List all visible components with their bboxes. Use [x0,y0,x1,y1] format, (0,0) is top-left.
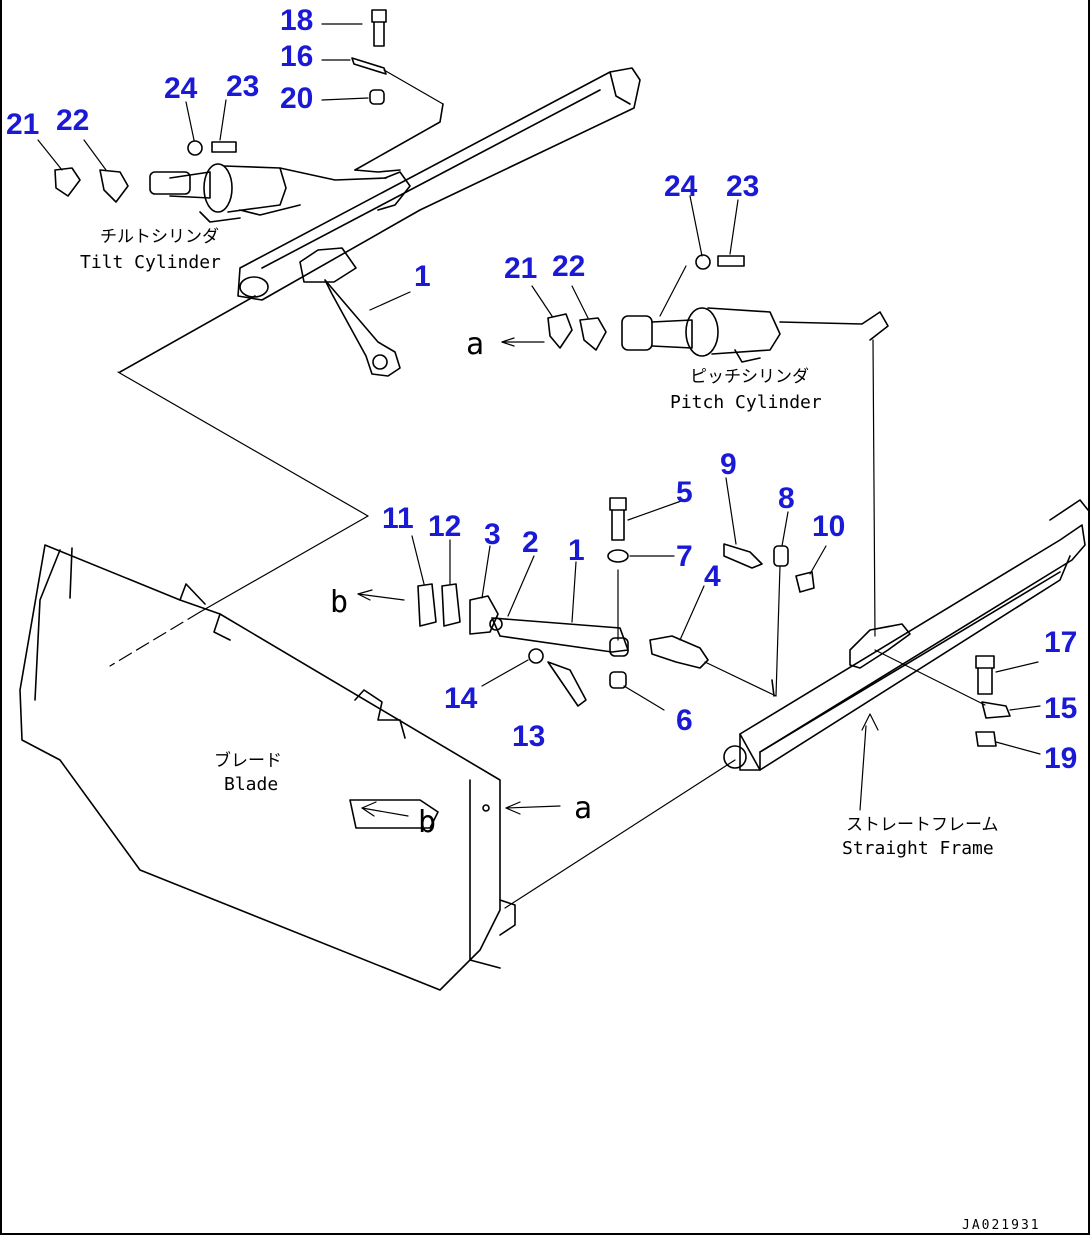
callout-9: 9 [720,448,737,481]
callout-6: 6 [676,704,693,737]
callout-24-pitch: 24 [664,170,698,203]
tilt-small-parts [54,9,444,203]
ref-a-pitch: a [466,327,484,362]
callout-8: 8 [778,482,795,515]
ref-arrows [357,337,879,817]
callout-22-pitch: 22 [552,250,585,283]
callout-4: 4 [704,560,721,593]
callout-18: 18 [280,4,313,37]
blade-label-jp: ブレード [214,750,282,771]
pitch-cylinder [621,307,889,637]
tilt-frame-arm [119,67,641,373]
callout-1-tilt: 1 [414,260,431,293]
callout-20: 20 [280,82,313,115]
tilt-cylinder-label-jp: チルトシリンダ [100,227,219,247]
blade [19,544,516,991]
callout-12: 12 [428,510,461,543]
drawing-code: JA021931 [962,1218,1041,1233]
frame-label-en: Straight Frame [842,838,994,859]
callout-11: 11 [382,502,414,535]
callout-2: 2 [522,526,539,559]
callout-10: 10 [812,510,845,543]
pitch-cylinder-label-en: Pitch Cylinder [670,392,822,413]
callout-17: 17 [1044,626,1077,659]
callout-23-tilt: 23 [226,70,259,103]
callout-3: 3 [484,518,501,551]
phantom-lines [109,371,736,909]
callout-15: 15 [1044,692,1077,725]
tilt-lower-cylinder [299,247,401,377]
straight-frame [723,499,1089,771]
callout-5: 5 [676,476,693,509]
callout-14: 14 [444,682,478,715]
callout-16: 16 [280,40,313,73]
callout-22-tilt: 22 [56,104,89,137]
callout-7: 7 [676,540,693,573]
callout-23-pitch: 23 [726,170,759,203]
tilt-cylinder [149,163,387,223]
frame-small-parts [975,655,1011,747]
callout-24-tilt: 24 [164,72,198,105]
ref-b-blade: b [418,805,436,840]
center-linkage [417,497,815,707]
pitch-cylinder-label-jp: ピッチシリンダ [690,367,809,387]
ref-a-blade: a [574,791,592,826]
pitch-small-parts [547,254,745,351]
blade-label-en: Blade [224,774,278,795]
callout-1: 1 [568,534,585,567]
leader-lines [37,23,1041,811]
frame-label-jp: ストレートフレーム [846,815,999,835]
ref-b-shims: b [330,585,348,620]
tilt-cylinder-label-en: Tilt Cylinder [80,252,221,273]
callout-13: 13 [512,720,545,753]
callout-19: 19 [1044,742,1077,775]
callout-21-pitch: 21 [504,252,537,285]
callout-21-tilt: 21 [6,108,39,141]
